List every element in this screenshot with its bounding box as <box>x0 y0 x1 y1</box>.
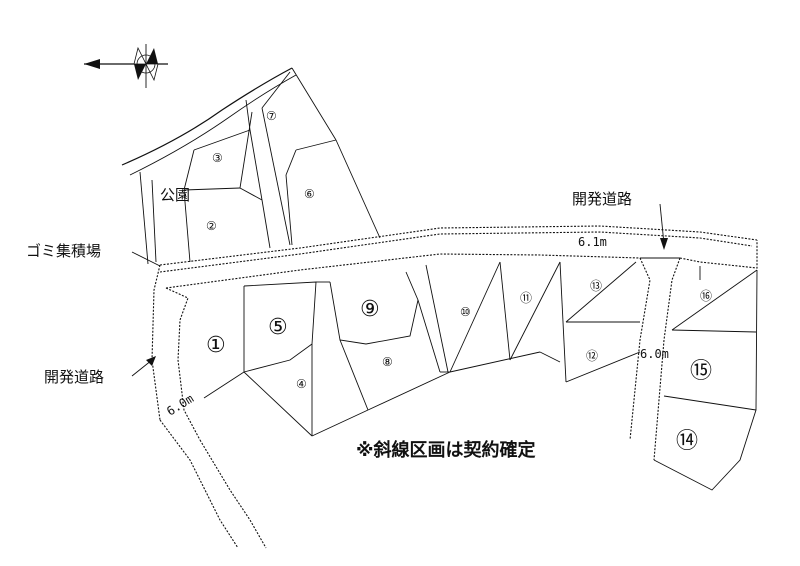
lot-number-8: ⑧ <box>382 355 393 369</box>
development-road-label-left: 開発道路 <box>44 368 104 386</box>
lot-boundaries <box>203 261 758 491</box>
upper-block-boundaries <box>121 67 381 265</box>
lot-number-12: ⑫ <box>586 349 598 363</box>
contract-note: ※斜線区画は契約確定 <box>356 439 536 461</box>
lot-number-2: ② <box>206 219 217 233</box>
lot-number-9: ⑨ <box>360 297 380 322</box>
lot-number-7: ⑦ <box>266 109 277 123</box>
lot-number-14: ⑭ <box>676 429 698 454</box>
lot-number-3: ③ <box>212 151 223 165</box>
lot-number-4: ④ <box>296 377 307 391</box>
park-label: 公園 <box>160 186 190 204</box>
lot-number-16: ⑯ <box>700 289 712 303</box>
development-road <box>151 225 758 549</box>
lot-number-13: ⑬ <box>590 279 602 293</box>
garbage-station-label: ゴミ集積場 <box>26 242 101 260</box>
north-arrow-compass-icon <box>84 44 168 88</box>
lot-number-6: ⑥ <box>304 187 315 201</box>
lot-number-15: ⑮ <box>690 359 712 384</box>
lot-number-5: ⑤ <box>268 315 288 340</box>
road-width-right: 6.0m <box>640 347 669 361</box>
annotation-arrows <box>131 203 668 377</box>
lot-number-11: ⑪ <box>520 291 532 305</box>
lot-number-10: ⑩ <box>460 305 471 319</box>
development-road-label-top: 開発道路 <box>572 190 632 208</box>
lot-number-1: ① <box>206 333 226 358</box>
road-width-top: 6.1m <box>578 235 607 249</box>
road-width-left: 6.0m <box>164 391 196 418</box>
